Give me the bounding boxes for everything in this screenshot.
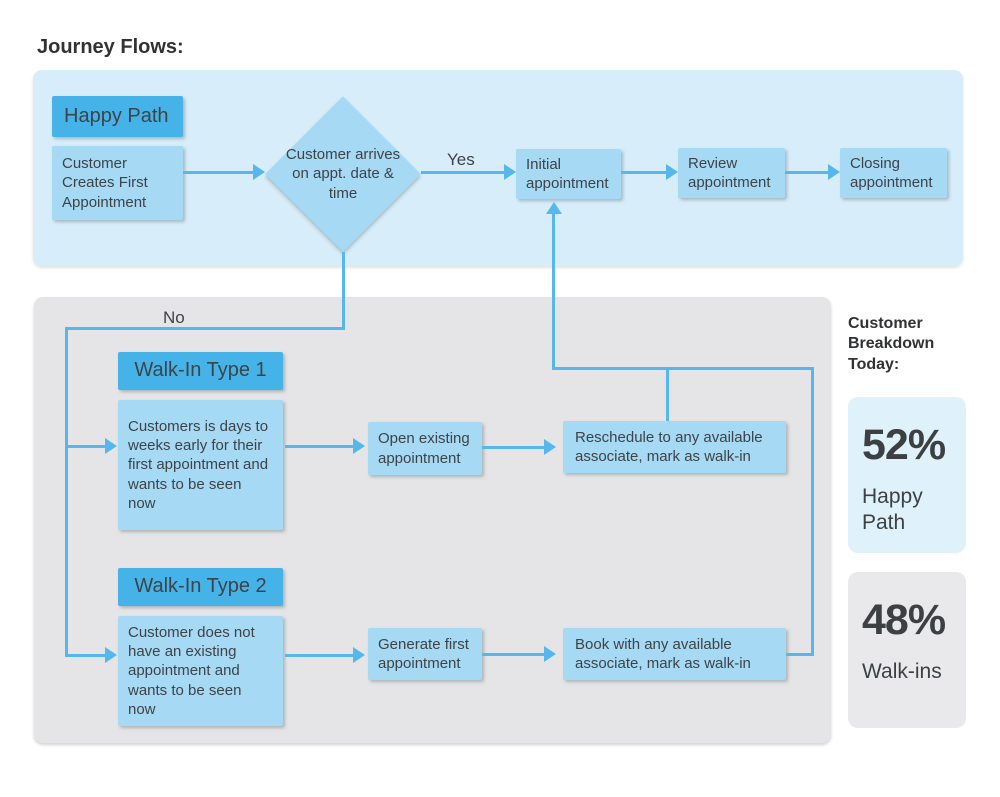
connector-review-to-closing [785,171,829,174]
arrowhead-into-walkin2 [105,647,117,663]
walk-in-type-2-header: Walk-In Type 2 [118,568,283,606]
connector-walkin2-to-generate [285,654,354,657]
happy-path-header-label: Happy Path [64,104,169,127]
arrowhead-into-generate [353,647,365,663]
connector-yes [421,171,505,174]
arrowhead-into-initial-bottom [546,202,562,214]
node-walk-in-2-description: Customer does not have an existing appoi… [118,616,283,726]
connector-start-to-decision [183,171,254,174]
walk-ins-percent: 48% [862,596,946,644]
arrowhead-into-review [666,164,678,180]
decision-customer-arrives: Customer arrives on appt. date & time [265,96,421,252]
node-customer-creates-first-appointment: Customer Creates First Appointment [52,146,183,220]
no-label: No [163,308,185,327]
page-title: Journey Flows: [37,36,184,58]
arrowhead-into-walkin1 [105,438,117,454]
arrowhead-into-book [544,646,556,662]
node-open-existing-appointment: Open existing appointment [368,422,482,475]
connector-feedback-up [552,213,555,370]
arrowhead-into-reschedule [544,439,556,455]
happy-path-percent: 52% [862,421,946,469]
connector-open-to-reschedule [482,446,545,449]
connector-into-walkin1 [65,445,107,448]
connector-no-down [342,252,345,330]
connector-feedback-to-reschedule [666,367,669,421]
connector-walkin1-to-open [285,445,354,448]
node-closing-appointment: Closing appointment [840,148,947,198]
arrowhead-into-decision [253,164,265,180]
happy-path-header: Happy Path [52,96,183,137]
walk-in-type-1-header: Walk-In Type 1 [118,352,283,390]
connector-feedback-horizontal [552,367,814,370]
node-generate-first-appointment: Generate first appointment [368,628,482,680]
connector-book-feedback-start [786,653,814,656]
connector-into-walkin2 [65,654,107,657]
connector-feedback-vertical-right [811,367,814,656]
node-review-appointment: Review appointment [678,148,785,198]
arrowhead-into-initial [504,164,516,180]
node-reschedule-walk-in: Reschedule to any available associate, m… [563,421,786,473]
happy-path-stat-label: Happy Path [862,485,923,535]
arrowhead-into-open-existing [353,438,365,454]
connector-no-vertical [65,327,68,657]
node-book-walk-in: Book with any available associate, mark … [563,628,786,680]
node-initial-appointment: Initial appointment [516,149,621,199]
breakdown-heading: Customer Breakdown Today: [848,315,935,373]
yes-label: Yes [447,150,475,169]
stat-card-happy-path: 52% Happy Path [848,397,966,553]
connector-initial-to-review [621,171,668,174]
connector-generate-to-book [482,653,545,656]
walk-ins-stat-label: Walk-ins [862,660,942,683]
node-walk-in-1-description: Customers is days to weeks early for the… [118,400,283,530]
stat-card-walk-ins: 48% Walk-ins [848,572,966,728]
happy-path-panel [33,70,963,266]
connector-no-horizontal [65,327,345,330]
arrowhead-into-closing [828,164,840,180]
